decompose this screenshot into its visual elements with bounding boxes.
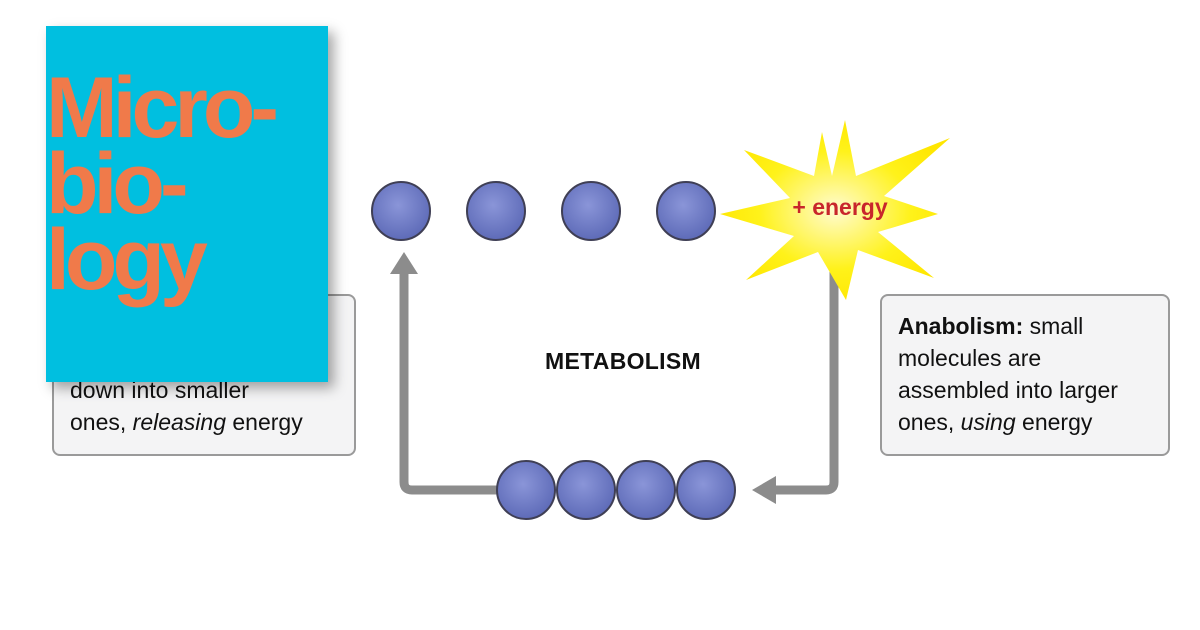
anabolism-line-4: ones, using energy — [898, 409, 1093, 435]
molecule — [616, 460, 676, 520]
anabolism-line-1: Anabolism: small — [898, 313, 1084, 339]
small-molecules — [371, 181, 716, 241]
book-cover-title-line-1: Micro- — [46, 60, 279, 156]
large-molecule-chain — [496, 460, 736, 520]
catabolism-line-2: ones, releasing energy — [70, 409, 303, 435]
anabolism-line-3: assembled into larger — [898, 377, 1118, 403]
molecule — [561, 181, 621, 241]
molecule — [371, 181, 431, 241]
energy-burst — [720, 120, 950, 300]
molecule — [656, 181, 716, 241]
anabolism-arrow — [752, 262, 839, 504]
diagram-title: METABOLISM — [545, 348, 701, 374]
molecule — [676, 460, 736, 520]
energy-label: + energy — [792, 194, 888, 220]
book-cover-title-line-2: bio- — [46, 136, 189, 232]
book-cover-title: Micro- bio- logy — [46, 60, 279, 308]
book-cover: Micro- bio- logy — [46, 26, 328, 382]
molecule — [556, 460, 616, 520]
anabolism-line-2: molecules are — [898, 345, 1042, 371]
book-cover-title-line-3: logy — [46, 212, 208, 308]
anabolism-box: Anabolism: small molecules are assembled… — [880, 294, 1170, 456]
molecule — [496, 460, 556, 520]
catabolism-arrow — [390, 252, 498, 495]
molecule — [466, 181, 526, 241]
